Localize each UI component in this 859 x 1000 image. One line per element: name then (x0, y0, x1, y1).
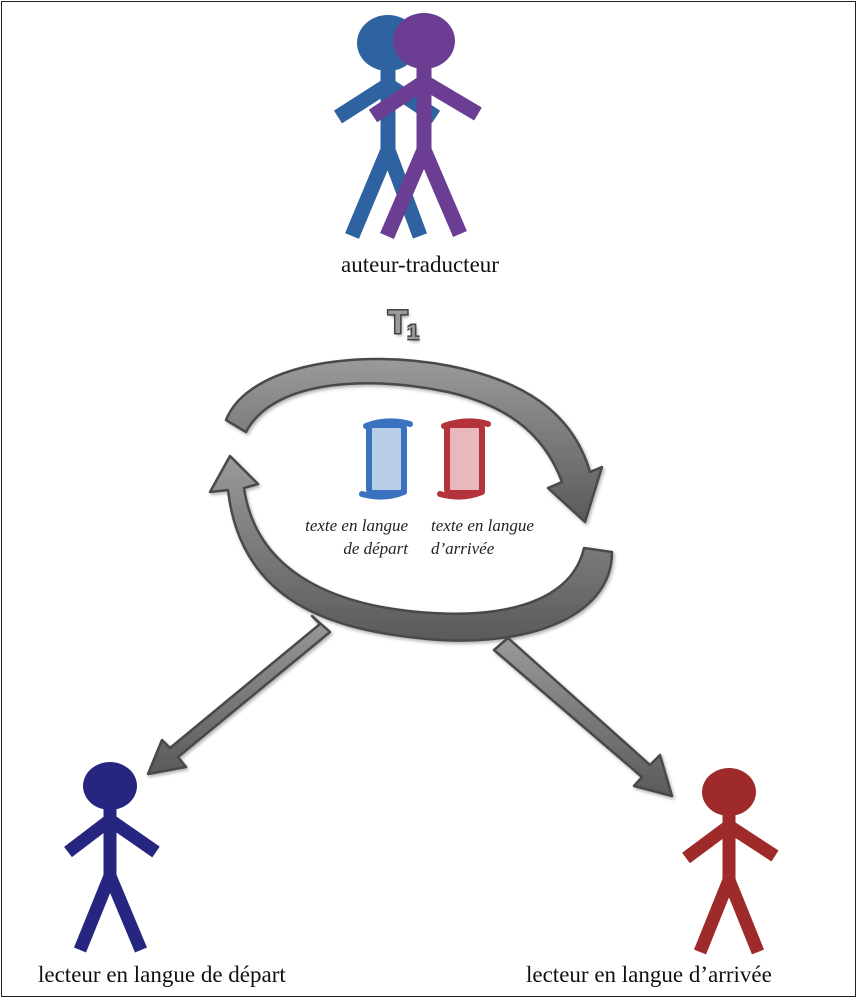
arrow-to-source-reader (146, 614, 332, 776)
author-translator-label: auteur-traducteur (341, 252, 499, 277)
source-text-caption: texte en langue de départ (258, 514, 408, 560)
t1-label: T1 (388, 304, 419, 345)
target-text-caption: texte en langue d’arrivée (431, 514, 591, 560)
t1-index: 1 (407, 322, 419, 344)
t1-letter: T (388, 304, 408, 340)
author-figure-purple (368, 13, 482, 239)
reader-target-label: lecteur en langue d’arrivée (526, 962, 772, 987)
source-caption-line1: texte en langue (305, 516, 408, 535)
target-caption-line1: texte en langue (431, 516, 534, 535)
reader-source-label: lecteur en langue de départ (38, 962, 286, 987)
reader-target-figure (682, 768, 779, 955)
source-caption-line2: de départ (343, 539, 408, 558)
source-text-document (359, 418, 413, 500)
arrow-to-target-reader (492, 636, 674, 798)
cycle-arrow-top (224, 357, 604, 524)
target-caption-line2: d’arrivée (431, 539, 495, 558)
cycle-arrow-bottom (208, 454, 614, 642)
target-text-document (437, 418, 491, 500)
reader-source-figure (64, 762, 160, 953)
